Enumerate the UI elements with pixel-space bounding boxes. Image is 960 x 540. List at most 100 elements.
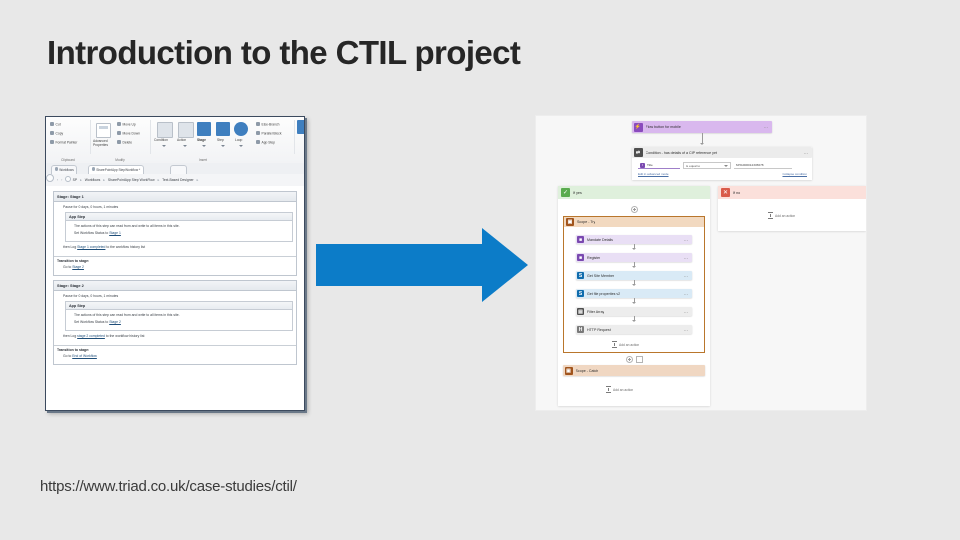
condition-edit-advanced-link[interactable]: Edit in advanced mode: [638, 172, 669, 176]
insert-step-button[interactable]: [626, 356, 633, 363]
tab-workflows[interactable]: Workflows: [51, 164, 78, 175]
breadcrumb-item-sp[interactable]: SP: [72, 178, 78, 182]
flow-action-card[interactable]: S Get file properties v2 …: [576, 289, 692, 298]
home-icon[interactable]: [64, 175, 71, 182]
flow-trigger-menu-icon[interactable]: …: [763, 124, 769, 130]
flow-trigger-card[interactable]: ⚡ Flow button for mobile …: [632, 121, 772, 133]
flow-action-menu-icon[interactable]: …: [683, 254, 689, 261]
back-icon[interactable]: [46, 174, 54, 182]
flow-action-label: Filter Array: [587, 309, 605, 314]
step-icon[interactable]: [216, 122, 230, 136]
workflow-stage[interactable]: Stage: Stage 2 Pause for 0 days, 0 hours…: [53, 280, 297, 365]
yes-branch-add-action-link[interactable]: Add an action: [606, 386, 633, 393]
tab-new[interactable]: [170, 164, 187, 175]
flow-action-label: Get file properties v2: [587, 291, 621, 296]
flow-action-card[interactable]: ■ Register …: [576, 253, 692, 262]
app-step-block[interactable]: App Step The actions of this step can re…: [65, 301, 293, 331]
breadcrumb-item-workflow-name[interactable]: SharePointApp Step WorkFlow: [107, 178, 155, 182]
flow-action-card[interactable]: ▤ Filter Array …: [576, 307, 692, 316]
ribbon-item-cut[interactable]: Cut: [50, 122, 61, 127]
ribbon-item-delete[interactable]: Delete: [117, 140, 132, 145]
workflow-icon: [91, 167, 95, 171]
ribbon-item-move-down[interactable]: Move Down: [117, 131, 140, 136]
variables-icon[interactable]: [297, 120, 304, 134]
transition-goto[interactable]: Go to Stage 2: [63, 265, 84, 269]
flow-action-card[interactable]: S Get Site Member …: [576, 271, 692, 280]
ribbon-item-step[interactable]: Step: [217, 138, 224, 142]
condition-field-input[interactable]: f Title: [638, 162, 680, 169]
chevron-down-icon[interactable]: [221, 145, 225, 147]
add-action-icon: [612, 341, 617, 348]
flow-scope-catch-card[interactable]: ▣ Scope - Catch: [563, 365, 705, 376]
chevron-down-icon: [632, 320, 636, 322]
chevron-down-icon[interactable]: [162, 145, 166, 147]
check-icon: ✓: [561, 188, 570, 197]
else-branch-icon: [256, 122, 260, 126]
flow-condition-card[interactable]: ⇄ Condition - has details of a CIP refer…: [632, 147, 812, 180]
stage-pause-line[interactable]: Pause for 0 days, 0 hours, 1 minutes: [63, 205, 119, 209]
breadcrumb-item-workflows[interactable]: Workflows: [84, 178, 101, 182]
footer-url[interactable]: https://www.triad.co.uk/case-studies/cti…: [40, 478, 297, 495]
transition-goto[interactable]: Go to End of Workflow: [63, 354, 97, 358]
app-step-action-link[interactable]: Stage 1: [109, 231, 121, 235]
stage-log-link[interactable]: stage 2 completed: [77, 334, 105, 338]
flow-action-menu-icon[interactable]: …: [683, 236, 689, 243]
flow-action-menu-icon[interactable]: …: [683, 308, 689, 315]
stage-icon[interactable]: [197, 122, 211, 136]
ribbon-item-action[interactable]: Action: [177, 138, 187, 142]
no-branch-add-action-link[interactable]: Add an action: [768, 212, 795, 219]
loop-icon[interactable]: [234, 122, 248, 136]
ribbon-item-copy[interactable]: Copy: [50, 131, 63, 136]
ribbon-item-else-branch[interactable]: Else-Branch: [256, 122, 279, 127]
condition-value-input[interactable]: MHA000012345678: [734, 162, 792, 169]
stage-log-line[interactable]: then Log Stage 1 completed to the workfl…: [63, 245, 146, 249]
ribbon-group-label-clipboard: Clipboard: [61, 158, 75, 162]
up-icon[interactable]: ↑: [61, 178, 63, 182]
ribbon-item-loop[interactable]: Loop: [235, 138, 243, 142]
ribbon-item-app-step[interactable]: App Step: [256, 140, 275, 145]
ribbon-item-move-up[interactable]: Move Up: [117, 122, 136, 127]
transition-goto-link[interactable]: End of Workflow: [72, 354, 97, 358]
condition-icon[interactable]: [157, 122, 173, 138]
flow-action-menu-icon[interactable]: …: [683, 326, 689, 333]
flow-condition-label: Condition - has details of a CIP referen…: [645, 150, 717, 155]
breadcrumb-separator: ▸: [196, 178, 199, 182]
ribbon-item-advanced-properties[interactable]: Advanced Properties: [93, 139, 109, 148]
sharepoint-icon: S: [577, 290, 584, 297]
app-step-action[interactable]: Set Workflow Status to Stage 1: [74, 231, 121, 235]
stage-log-link[interactable]: Stage 1 completed: [77, 245, 106, 249]
properties-icon[interactable]: [96, 123, 111, 138]
flow-action-card[interactable]: ■ Mandate Details …: [576, 235, 692, 244]
condition-operator-select[interactable]: is equal to: [683, 162, 731, 169]
insert-step-button[interactable]: [631, 206, 638, 213]
chevron-down-icon[interactable]: [202, 145, 206, 147]
page-title: Introduction to the CTIL project: [47, 34, 521, 71]
app-step-action[interactable]: Set Workflow Status to Stage 2: [74, 320, 121, 324]
workflow-stage[interactable]: Stage: Stage 1 Pause for 0 days, 0 hours…: [53, 191, 297, 276]
action-icon[interactable]: [178, 122, 194, 138]
condition-collapse-link[interactable]: Collapse condition: [782, 172, 807, 176]
stage-log-line[interactable]: then Log stage 2 completed to the workfl…: [63, 334, 145, 338]
tab-sharepointapp-stepworkflow[interactable]: SharePointApp StepWorkflow *: [88, 164, 144, 175]
app-step-action-link[interactable]: Stage 2: [109, 320, 121, 324]
transition-header: Transition to stage:: [57, 259, 90, 263]
forward-icon[interactable]: ›: [56, 178, 59, 182]
breadcrumb-item-designer[interactable]: Text-Based Designer: [162, 178, 194, 182]
app-step-block[interactable]: App Step The actions of this step can re…: [65, 212, 293, 242]
stage-pause-line[interactable]: Pause for 0 days, 0 hours, 1 minutes: [63, 294, 119, 298]
ribbon-item-condition[interactable]: Condition: [154, 138, 168, 142]
ribbon-item-stage[interactable]: Stage: [197, 138, 206, 142]
flow-action-card[interactable]: H HTTP Request …: [576, 325, 692, 334]
flow-scope-try[interactable]: ▣ Scope - Try ■ Mandate Details … ■ Regi…: [563, 216, 705, 353]
flow-action-menu-icon[interactable]: …: [683, 290, 689, 297]
ribbon-item-format-painter[interactable]: Format Painter: [50, 140, 77, 145]
flow-condition-menu-icon[interactable]: …: [803, 149, 809, 156]
chevron-down-icon[interactable]: [183, 145, 187, 147]
insert-parallel-button[interactable]: [636, 356, 643, 363]
scope-add-action-link[interactable]: Add an action: [612, 341, 639, 348]
no-branch-label: If no: [733, 190, 741, 195]
transition-goto-link[interactable]: Stage 2: [72, 265, 84, 269]
ribbon-item-parallel-block[interactable]: Parallel Block: [256, 131, 281, 136]
chevron-down-icon[interactable]: [239, 145, 243, 147]
flow-action-menu-icon[interactable]: …: [683, 272, 689, 279]
